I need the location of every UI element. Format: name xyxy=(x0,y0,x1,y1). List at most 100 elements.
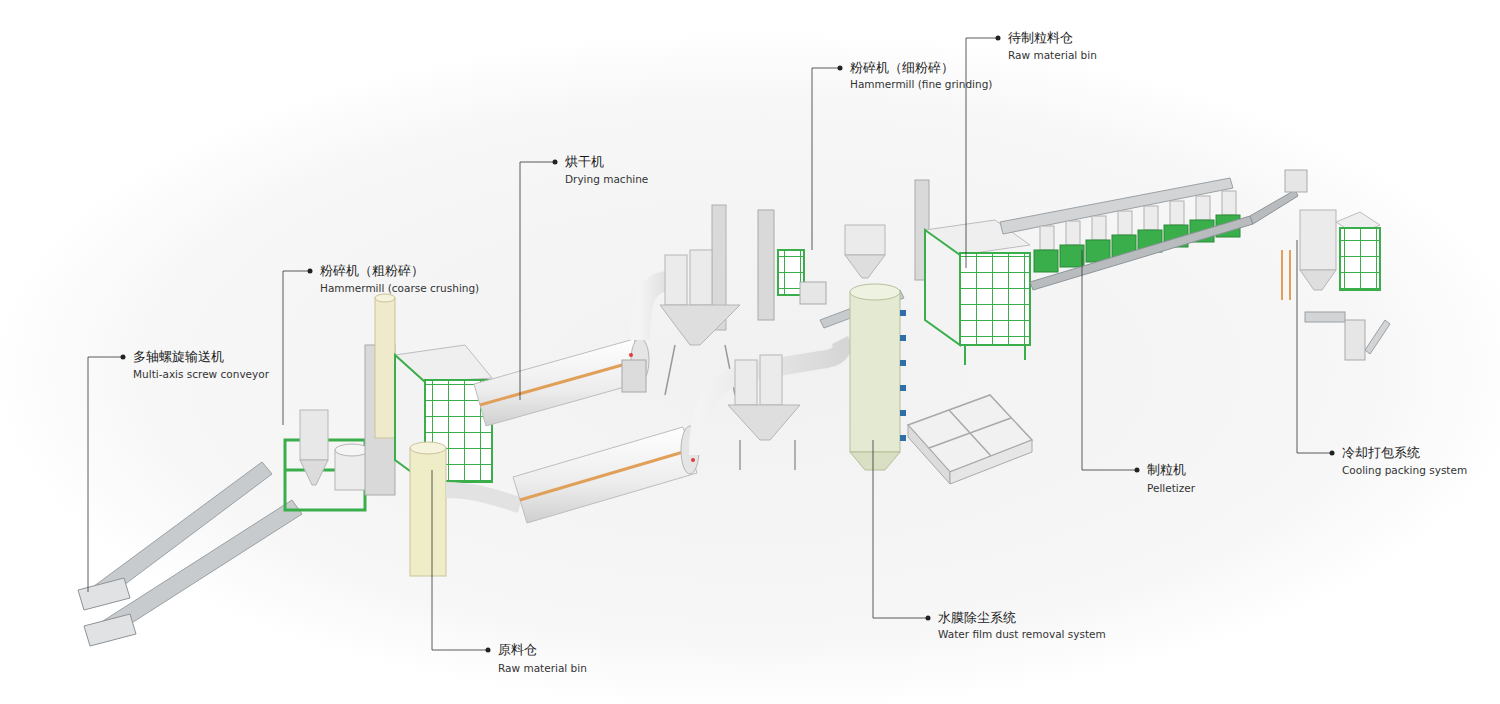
settling-tank xyxy=(908,395,1032,472)
conveyor-feeder xyxy=(84,614,136,646)
leader-lines xyxy=(88,38,1332,650)
leader-dots xyxy=(121,36,1335,653)
leader-dot xyxy=(1135,468,1140,473)
bag-conveyor xyxy=(1365,320,1390,354)
marker-star xyxy=(629,353,633,357)
leader-dot xyxy=(838,66,843,71)
hammermill xyxy=(335,444,369,456)
leader-dot xyxy=(1330,451,1335,456)
discharge-conveyor xyxy=(1030,216,1253,290)
part-name-english: Pelletizer xyxy=(1147,481,1195,495)
pellet-mill-bin xyxy=(1118,211,1132,235)
dryer-drive xyxy=(622,360,646,392)
part-name-english: Hammermill (coarse crushing) xyxy=(320,281,479,295)
dryer-band xyxy=(520,450,690,500)
part-name: 冷却打包系统 xyxy=(1342,444,1420,462)
part-name: 制粒机 xyxy=(1147,461,1186,479)
ladder-rung xyxy=(900,410,906,416)
part-name: 粉碎机（粗粉碎） xyxy=(320,262,424,280)
part-name-english: Drying machine xyxy=(565,172,648,186)
leader-line xyxy=(520,162,555,400)
pellet-bin xyxy=(960,253,1030,345)
part-name-english: Hammermill (fine grinding) xyxy=(850,77,992,91)
rotary-dryer xyxy=(513,427,697,523)
discharge-conveyor xyxy=(1250,190,1298,224)
dust-hopper xyxy=(660,305,740,345)
exhaust-stack xyxy=(375,298,395,438)
part-name-english: Raw material bin xyxy=(1008,48,1097,62)
cooler-cone xyxy=(1300,270,1336,290)
part-name-english: Multi-axis screw conveyor xyxy=(133,367,269,381)
part-name: 原料仓 xyxy=(498,641,537,659)
pellet-mill-bin xyxy=(1222,191,1236,215)
leader-dot xyxy=(486,648,491,653)
leader-line xyxy=(432,470,488,650)
marker-star xyxy=(691,458,695,462)
ladder-rung xyxy=(900,435,906,441)
support-leg xyxy=(965,345,1025,365)
leader-dot xyxy=(926,616,931,621)
leader-line xyxy=(88,357,123,592)
air-duct xyxy=(446,490,520,505)
dust-hopper xyxy=(728,405,800,440)
part-name-english: Cooling packing system xyxy=(1342,463,1467,477)
air-duct xyxy=(698,340,842,455)
part-name: 烘干机 xyxy=(565,153,604,171)
background-glow xyxy=(0,30,1500,704)
tank-divider xyxy=(929,410,1011,456)
packing-bin xyxy=(1340,228,1380,290)
settling-tank xyxy=(908,425,950,484)
pellet-mill-bin xyxy=(1040,226,1054,250)
pellet-mill-bin xyxy=(1092,216,1106,240)
part-name-english: Water film dust removal system xyxy=(938,627,1106,641)
pellet-mill-bin xyxy=(1196,196,1210,220)
platform-ladder xyxy=(1282,250,1290,300)
leader-line xyxy=(1297,240,1332,453)
silo-cone xyxy=(845,255,885,278)
support-leg xyxy=(740,440,795,470)
cyclone xyxy=(665,255,687,305)
pellet-bin xyxy=(925,230,960,345)
part-name: 粉碎机（细粉碎） xyxy=(850,59,954,77)
cyclone xyxy=(690,250,712,305)
ladder-rung xyxy=(900,360,906,366)
pellet-mill-bin xyxy=(1170,201,1184,225)
exhaust-stack xyxy=(375,294,395,302)
settling-tank xyxy=(950,440,1032,484)
pellet-mill-bin xyxy=(1066,221,1080,245)
water-film-tower xyxy=(850,452,900,470)
leader-dot xyxy=(996,36,1001,41)
leader-dot xyxy=(553,160,558,165)
ladder-rung xyxy=(900,385,906,391)
cyclone-cone xyxy=(300,460,328,485)
leader-line xyxy=(812,68,840,250)
part-name: 多轴螺旋输送机 xyxy=(133,348,224,366)
scrubber-tower xyxy=(410,442,446,454)
water-film-tower xyxy=(850,284,900,300)
cooler-inlet xyxy=(1285,170,1307,192)
leader-line xyxy=(873,440,928,618)
conveyor-feeder xyxy=(78,578,130,610)
pellet-mill xyxy=(1034,250,1058,272)
leader-dot xyxy=(308,269,313,274)
scrubber-tower xyxy=(410,448,446,576)
bucket-elevator xyxy=(758,210,774,320)
leader-dot xyxy=(121,355,126,360)
ladder-rung xyxy=(900,335,906,341)
ladder xyxy=(900,310,906,441)
leader-line xyxy=(283,271,310,425)
silo xyxy=(845,225,885,255)
cyclone xyxy=(735,360,757,405)
rotary-dryer xyxy=(474,339,646,426)
water-film-tower xyxy=(850,292,900,452)
bagging-machine xyxy=(1345,320,1365,360)
pellet-mill xyxy=(1060,245,1084,267)
part-name: 待制粒料仓 xyxy=(1008,29,1073,47)
pellet-mill-bin xyxy=(1144,206,1158,230)
part-name: 水膜除尘系统 xyxy=(938,609,1016,627)
leader-line xyxy=(966,38,998,268)
dryer-band xyxy=(480,360,640,405)
